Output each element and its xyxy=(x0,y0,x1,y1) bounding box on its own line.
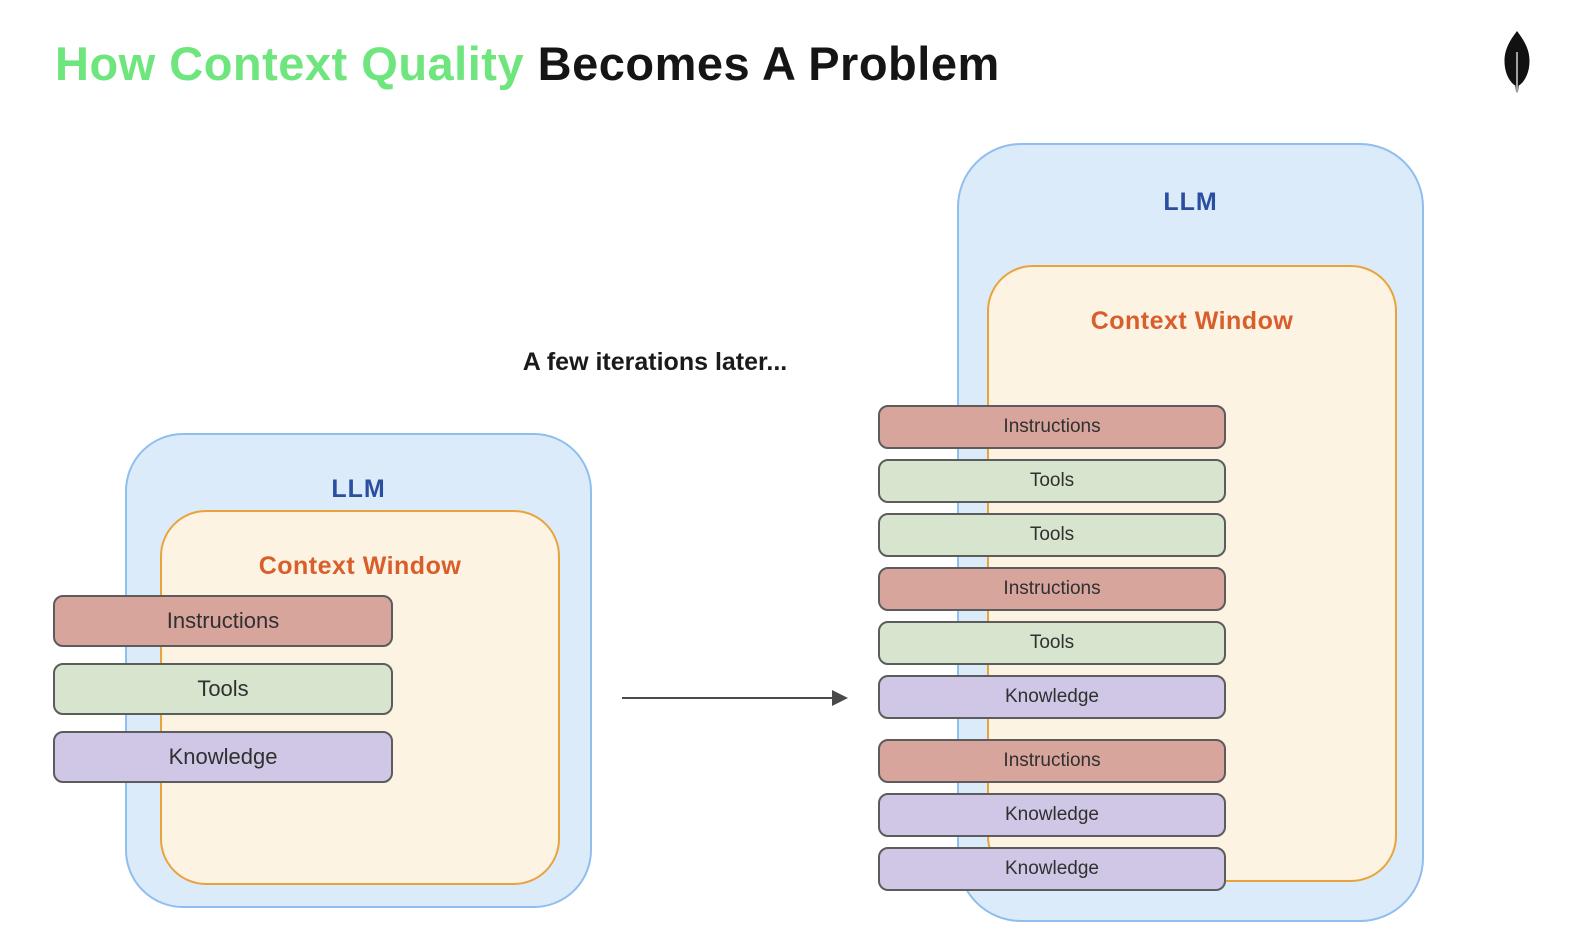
page-title: How Context Quality Becomes A Problem xyxy=(55,36,1000,91)
llm-label-before: LLM xyxy=(331,475,386,503)
mongodb-leaf-icon xyxy=(1502,30,1532,98)
context-pill-knowledge: Knowledge xyxy=(878,847,1226,891)
context-pill-tools: Tools xyxy=(878,513,1226,557)
context-pill-tools: Tools xyxy=(878,459,1226,503)
arrow-head xyxy=(832,690,848,706)
context-pill-tools: Tools xyxy=(878,621,1226,665)
context-pill-instructions: Instructions xyxy=(878,739,1226,783)
llm-box-before: LLM Context Window xyxy=(125,433,592,908)
context-pill-knowledge: Knowledge xyxy=(53,731,393,783)
context-pill-instructions: Instructions xyxy=(878,567,1226,611)
context-pill-instructions: Instructions xyxy=(53,595,393,647)
transition-label: A few iterations later... xyxy=(522,348,788,376)
title-highlight: How Context Quality xyxy=(55,37,538,90)
transition-arrow-icon xyxy=(622,690,848,706)
context-pill-instructions: Instructions xyxy=(878,405,1226,449)
context-pill-knowledge: Knowledge xyxy=(878,793,1226,837)
context-pill-knowledge: Knowledge xyxy=(878,675,1226,719)
context-window-label-after: Context Window xyxy=(1090,307,1294,335)
context-window-label-before: Context Window xyxy=(258,552,462,580)
llm-label-after: LLM xyxy=(1163,188,1218,216)
arrow-line xyxy=(622,697,834,699)
title-rest: Becomes A Problem xyxy=(537,37,1000,90)
context-pill-tools: Tools xyxy=(53,663,393,715)
